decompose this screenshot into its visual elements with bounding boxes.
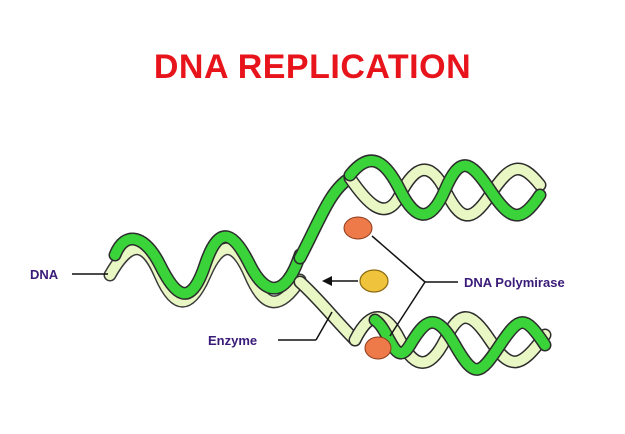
parent-dna-helix <box>103 230 307 309</box>
replication-fork <box>293 171 362 347</box>
enzyme-direction-arrow <box>322 276 358 286</box>
enzyme-oval <box>359 269 389 293</box>
polymerase-leader-lines <box>371 235 458 337</box>
polymerase-label: DNA Polymirase <box>464 275 565 290</box>
polymerase-upper <box>343 216 373 240</box>
enzyme-label: Enzyme <box>208 333 257 348</box>
upper-daughter-helix <box>343 154 547 222</box>
dna-label: DNA <box>30 267 59 282</box>
lower-daughter-helix <box>348 311 552 376</box>
diagram-title: DNA REPLICATION <box>153 48 472 86</box>
enzyme-leader-line <box>278 311 333 341</box>
polymerase-lower <box>364 336 392 360</box>
